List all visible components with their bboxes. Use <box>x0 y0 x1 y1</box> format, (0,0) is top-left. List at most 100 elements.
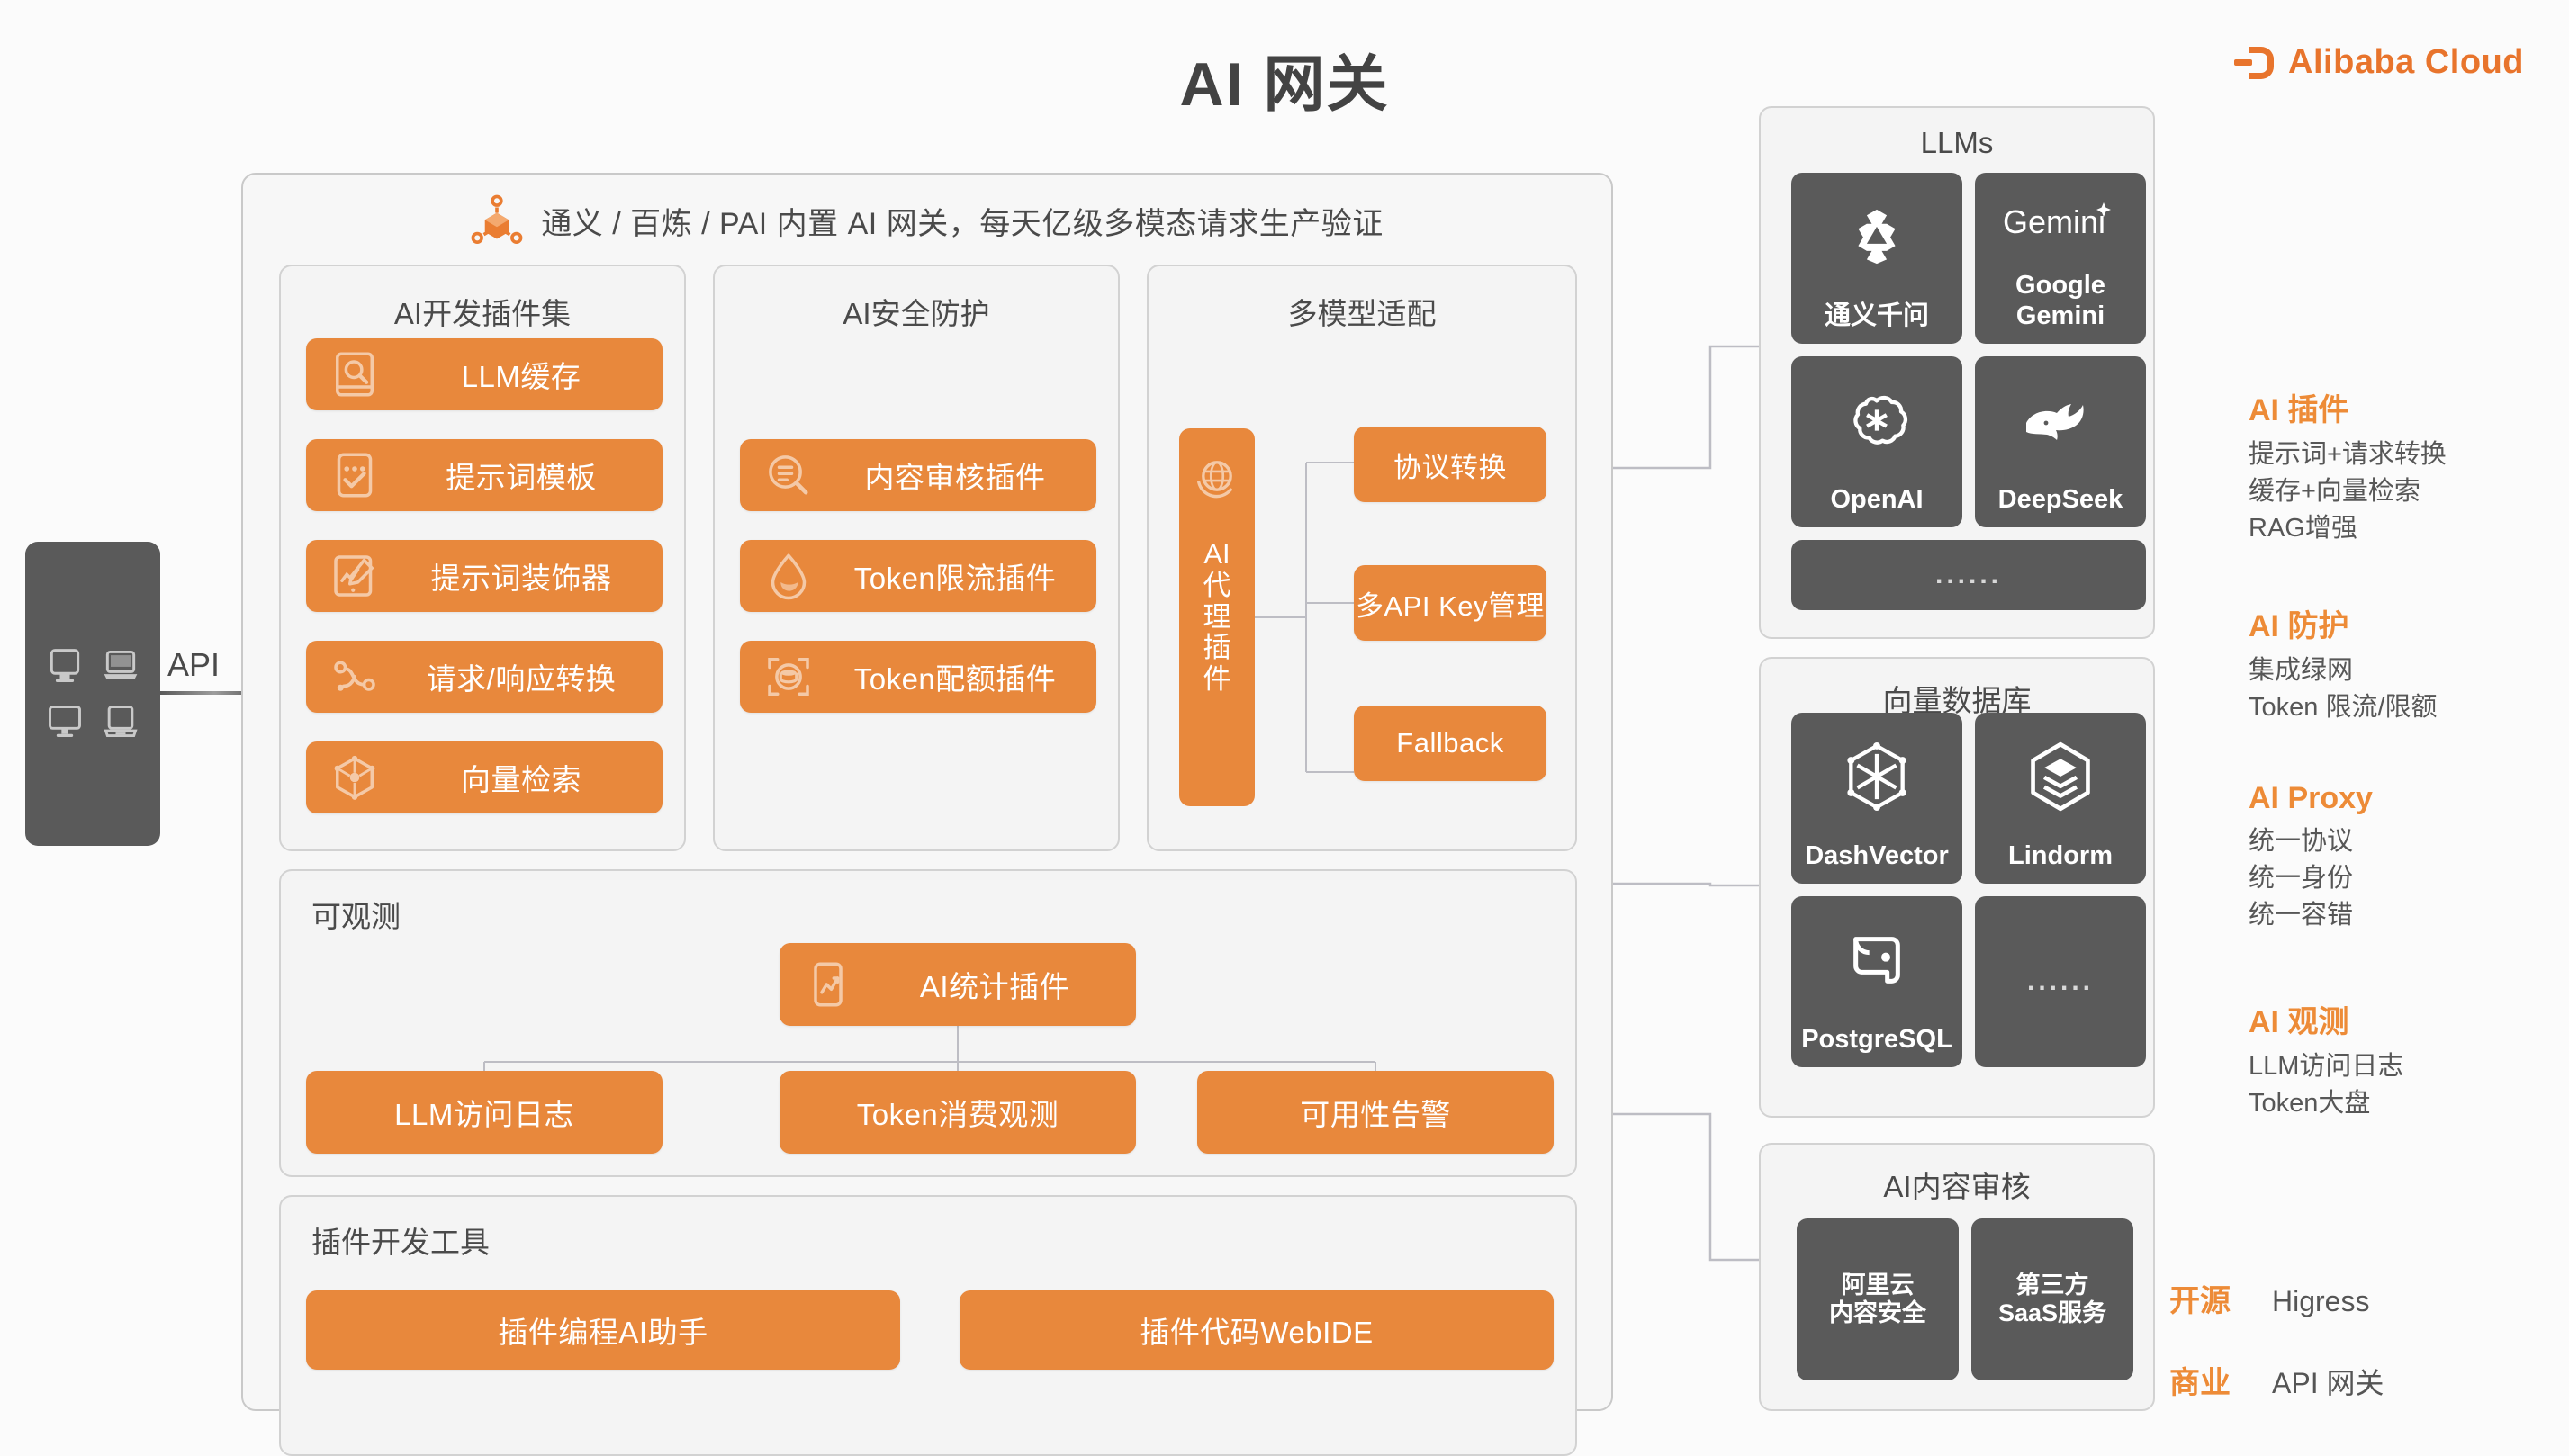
legend: 开源 Higress 商业 API 网关 <box>2169 1276 2384 1440</box>
monitor-icon <box>49 706 81 738</box>
cube-vector-icon <box>334 755 375 800</box>
water-drop-icon <box>771 553 807 600</box>
panel-ai-security: AI安全防护 内容审核插件 Token限流插件 Token配额插件 <box>713 265 1120 851</box>
chip-ai-statistics-plugin[interactable]: AI统计插件 <box>780 943 1136 1026</box>
panel-title-devtools: 插件开发工具 <box>311 1226 490 1259</box>
tile-label: 通义千问 <box>1824 301 1929 330</box>
note-title: AI 插件 <box>2249 393 2349 427</box>
tile-label: 阿里云 内容安全 <box>1829 1271 1926 1326</box>
note-line: 统一容错 <box>2249 901 2354 930</box>
chip-label: Token限流插件 <box>853 562 1057 595</box>
chip-label: 提示词装饰器 <box>430 562 612 595</box>
laptop-icon <box>104 706 138 738</box>
api-label: API <box>167 646 221 683</box>
tile-openai[interactable]: OpenAI <box>1791 356 1962 527</box>
legend-value: API 网关 <box>2272 1367 2384 1399</box>
panel-title-vectordb: 向量数据库 <box>1882 684 2032 717</box>
chip-label: 协议转换 <box>1393 451 1507 483</box>
tablet-pen-icon <box>334 555 374 597</box>
chip-label: 提示词模板 <box>446 461 597 494</box>
tile-lindorm[interactable]: Lindorm <box>1975 713 2146 884</box>
chip-protocol-conversion[interactable]: 协议转换 <box>1354 427 1546 502</box>
tile-label: Google Gemini <box>2015 271 2105 330</box>
chip-label: AI 代理插件 <box>1203 538 1231 696</box>
note-title: AI Proxy <box>2249 781 2373 815</box>
note-line: 缓存+向量检索 <box>2249 477 2420 507</box>
api-connector-line <box>160 691 268 695</box>
client-icon-grid <box>45 646 140 741</box>
tile-llm-more[interactable]: ...... <box>1791 540 2146 610</box>
chip-label: 插件编程AI助手 <box>498 1316 708 1349</box>
panel-title-observe: 可观测 <box>311 900 401 933</box>
note-ai-plugins: AI 插件 提示词+请求转换 缓存+向量检索 RAG增强 <box>2249 385 2447 548</box>
chip-ai-proxy-plugin[interactable]: AI 代理插件 <box>1179 428 1255 806</box>
chip-request-response-transform[interactable]: 请求/响应转换 <box>306 641 663 713</box>
chip-llm-cache[interactable]: LLM缓存 <box>306 338 663 410</box>
tile-dashvector[interactable]: DashVector <box>1791 713 1962 884</box>
chip-label: AI统计插件 <box>919 970 1070 1003</box>
panel-llms: LLMs 通义千问 Gemini Google Gemini OpenAI De… <box>1759 106 2155 639</box>
deepseek-whale-logo <box>1975 356 2146 485</box>
note-check-icon <box>337 453 373 498</box>
chart-phone-icon <box>814 962 843 1007</box>
tile-label: PostgreSQL <box>1801 1024 1952 1054</box>
chip-prompt-decorator[interactable]: 提示词装饰器 <box>306 540 663 612</box>
note-line: Token大盘 <box>2249 1089 2371 1119</box>
globe-icon <box>1197 461 1232 499</box>
chip-availability-alert[interactable]: 可用性告警 <box>1197 1071 1554 1154</box>
panel-title-security: AI安全防护 <box>843 297 990 330</box>
cube-network-icon <box>471 194 523 244</box>
tile-deepseek[interactable]: DeepSeek <box>1975 356 2146 527</box>
gateway-banner: 通义 / 百炼 / PAI 内置 AI 网关，每天亿级多模态请求生产验证 <box>243 187 1611 254</box>
page-title: AI 网关 <box>1179 50 1390 119</box>
magnifier-list-icon <box>769 455 808 495</box>
chip-token-quota-plugin[interactable]: Token配额插件 <box>740 641 1096 713</box>
chip-vector-retrieval[interactable]: 向量检索 <box>306 741 663 813</box>
chip-token-rate-limit-plugin[interactable]: Token限流插件 <box>740 540 1096 612</box>
gemini-logo: Gemini <box>1975 173 2146 271</box>
dashvector-logo <box>1791 713 1962 841</box>
lindorm-logo <box>1975 713 2146 841</box>
tile-third-party-saas[interactable]: 第三方 SaaS服务 <box>1971 1218 2133 1380</box>
chip-llm-access-log[interactable]: LLM访问日志 <box>306 1071 663 1154</box>
panel-title-llms: LLMs <box>1920 126 1994 159</box>
chip-label: Token消费观测 <box>856 1098 1059 1131</box>
tile-google-gemini[interactable]: Gemini Google Gemini <box>1975 173 2146 344</box>
chip-token-consumption-observe[interactable]: Token消费观测 <box>780 1071 1136 1154</box>
chip-plugin-coding-ai-assistant[interactable]: 插件编程AI助手 <box>306 1290 900 1370</box>
note-ai-observability: AI 观测 LLM访问日志 Token大盘 <box>2249 997 2403 1122</box>
svg-text:Gemini: Gemini <box>2003 203 2105 240</box>
tile-tongyi-qianwen[interactable]: 通义千问 <box>1791 173 1962 344</box>
chip-label: 请求/响应转换 <box>426 662 617 696</box>
panel-plugin-dev-tools: 插件开发工具 插件编程AI助手 插件代码WebIDE <box>279 1195 1577 1456</box>
tile-label: Lindorm <box>2008 840 2113 870</box>
tile-aliyun-content-security[interactable]: 阿里云 内容安全 <box>1797 1218 1959 1380</box>
chip-label: Token配额插件 <box>853 662 1057 696</box>
alibaba-cloud-mark-icon <box>2234 45 2276 81</box>
legend-value: Higress <box>2272 1285 2370 1317</box>
chip-content-moderation-plugin[interactable]: 内容审核插件 <box>740 439 1096 511</box>
note-line: 统一身份 <box>2249 864 2354 894</box>
gateway-to-backends-connectors <box>1613 345 1759 1262</box>
tile-postgresql[interactable]: PostgreSQL <box>1791 896 1962 1067</box>
chip-fallback[interactable]: Fallback <box>1354 706 1546 781</box>
note-title: AI 防护 <box>2249 609 2349 643</box>
note-line: 统一协议 <box>2249 827 2354 856</box>
tile-label: OpenAI <box>1830 484 1924 514</box>
chip-prompt-template[interactable]: 提示词模板 <box>306 439 663 511</box>
chip-multi-api-key-management[interactable]: 多API Key管理 <box>1354 565 1546 641</box>
tile-vectordb-more[interactable]: ...... <box>1975 896 2146 1067</box>
panel-title-multimodel: 多模型适配 <box>1287 297 1437 330</box>
client-devices-box <box>25 542 160 846</box>
note-title: AI 观测 <box>2249 1005 2349 1039</box>
openai-logo <box>1791 356 1962 485</box>
tile-label: ...... <box>2026 966 2094 996</box>
chip-plugin-code-webide[interactable]: 插件代码WebIDE <box>960 1290 1554 1370</box>
legend-row-commercial: 商业 API 网关 <box>2169 1358 2384 1402</box>
note-ai-guard: AI 防护 集成绿网 Token 限流/限额 <box>2249 601 2438 726</box>
book-search-icon <box>336 352 374 397</box>
note-line: 提示词+请求转换 <box>2249 440 2447 469</box>
panel-observability: 可观测 AI统计插件 LLM访问日志 Token消费观测 可用性告警 <box>279 869 1577 1177</box>
panel-title-plugins: AI开发插件集 <box>393 297 572 330</box>
chip-label: 插件代码WebIDE <box>1140 1316 1374 1349</box>
